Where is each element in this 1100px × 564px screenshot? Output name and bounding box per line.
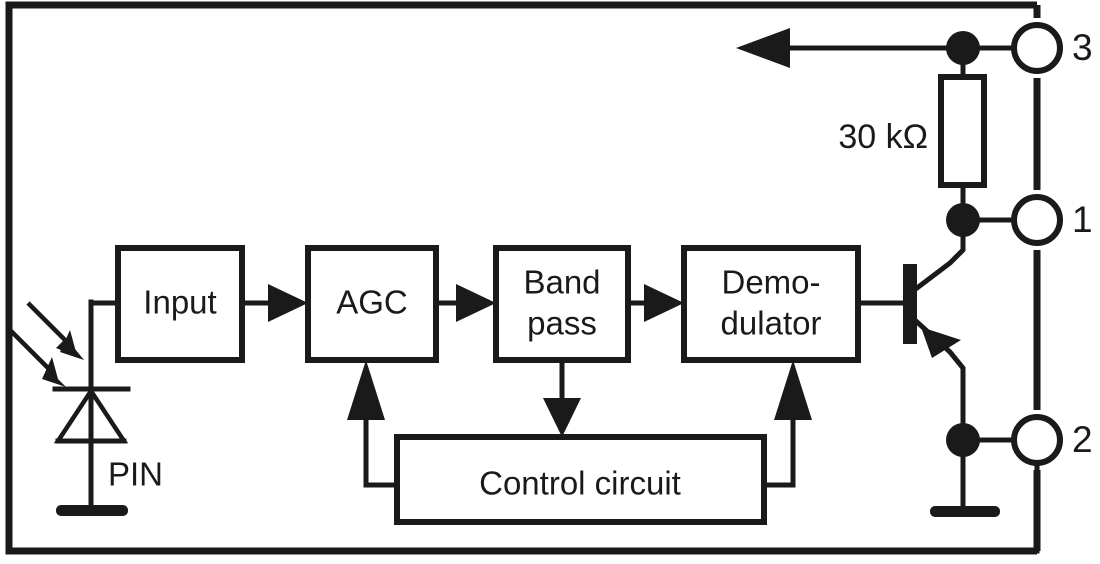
block-agc-label: AGC [336,284,408,321]
transistor-base-bar [903,264,917,344]
block-control-circuit-label: Control circuit [479,465,681,502]
incident-light-arrows-icon [8,301,84,387]
pullup-resistor: 30 kΩ [838,45,987,223]
pin-1-circle[interactable] [1011,194,1063,246]
block-input-label: Input [143,284,216,321]
pin-2-circle[interactable] [1011,414,1063,466]
arrow-input-to-agc [239,284,308,322]
output-signal-arrow [736,28,966,68]
pin-3[interactable]: 3 [1011,22,1093,74]
arrow-control-to-agc [347,360,400,488]
block-input[interactable]: Input [115,245,245,363]
junction-dots [946,31,980,457]
block-agc[interactable]: AGC [305,245,439,363]
block-bandpass[interactable]: Band pass [493,245,631,363]
junction-dot-pin1 [946,203,980,237]
pin-1-number: 1 [1072,199,1093,240]
block-demodulator-label-line2: dulator [721,305,822,342]
resistor-value-label: 30 kΩ [838,118,928,156]
arrow-control-to-demodulator [761,360,812,488]
block-demodulator-label-line1: Demo- [721,264,820,301]
arrow-agc-to-bandpass [433,284,496,322]
pin-3-circle[interactable] [1011,22,1063,74]
resistor-body [938,74,987,188]
junction-dot-pin3 [946,31,980,65]
junction-dot-pin2 [946,423,980,457]
arrow-bandpass-to-demodulator [625,284,684,322]
block-bandpass-label-line1: Band [523,264,600,301]
pin-3-number: 3 [1072,27,1093,68]
block-bandpass-label-line2: pass [527,305,597,342]
arrow-bandpass-to-control [543,357,581,437]
block-control-circuit[interactable]: Control circuit [394,434,767,525]
transistor-emitter-arrow [921,327,961,358]
block-demodulator[interactable]: Demo- dulator [681,245,861,363]
pin-diode-label: PIN [108,456,163,493]
npn-transistor [855,219,966,443]
pin-photodiode-group [8,299,131,516]
pin-2-number: 2 [1072,419,1093,460]
ground-symbol-diode [56,505,128,516]
pin-2[interactable]: 2 [1011,414,1093,466]
pin-1[interactable]: 1 [1011,194,1093,246]
